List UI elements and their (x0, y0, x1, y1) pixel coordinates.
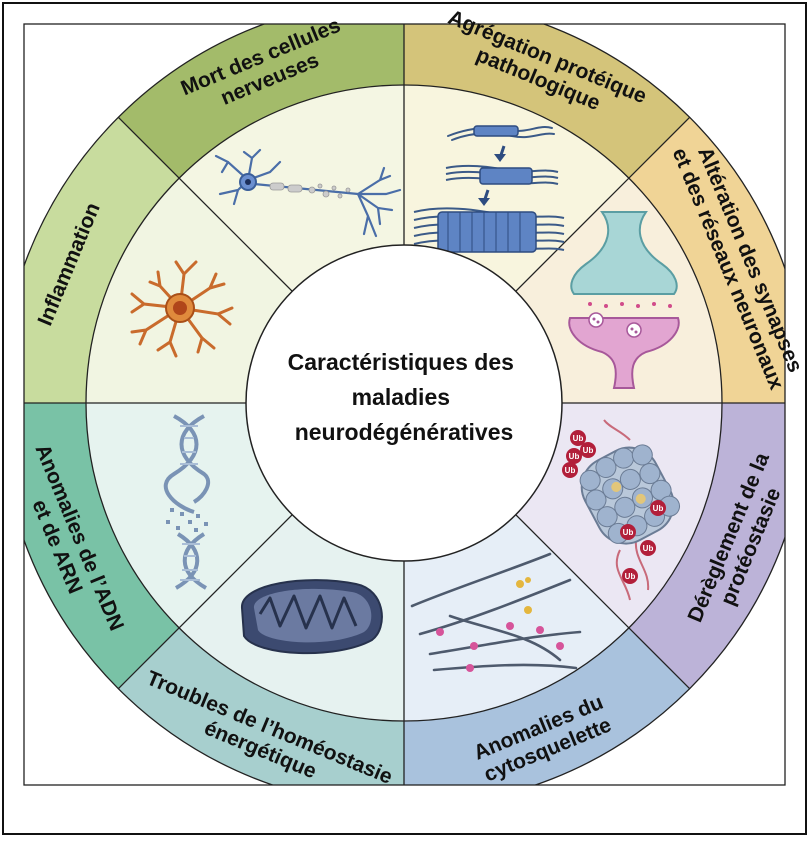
outer-segment-cytosquelette (404, 627, 690, 785)
center-title: Caractéristiques des maladies neurodégén… (288, 349, 521, 445)
divider-line (117, 116, 293, 292)
inner-segment-inflammation (86, 178, 293, 403)
inner-segment-adn (86, 403, 293, 628)
outer-segment-homeostasie (118, 627, 404, 785)
divider-line (515, 514, 691, 690)
dna-icon (163, 414, 211, 590)
outer-ring (24, 24, 785, 785)
divider-line (515, 116, 691, 292)
outer-segment-agregation (404, 24, 690, 179)
svg-text:Ub: Ub (565, 466, 576, 475)
svg-text:Ub: Ub (623, 528, 634, 537)
neuron-icon (214, 148, 402, 238)
inner-frame (23, 23, 786, 786)
ring-outline (85, 84, 723, 722)
svg-text:Ub: Ub (643, 544, 654, 553)
synapse-icon (568, 211, 680, 389)
ubiquitin-badges: Ub Ub Ub Ub Ub Ub Ub Ub (562, 430, 666, 584)
svg-text:Ub: Ub (583, 446, 594, 455)
svg-text:Ub: Ub (653, 504, 664, 513)
svg-text:Ub: Ub (625, 572, 636, 581)
center-line-2: maladies (352, 384, 450, 410)
protein-aggregation-icon (413, 125, 565, 253)
outer-segment-mort (118, 24, 404, 179)
proteasome-icon: Ub Ub Ub Ub Ub Ub Ub Ub (562, 419, 681, 601)
outer-segment-inflammation (24, 117, 180, 403)
center-line-3: neurodégénératives (295, 419, 514, 445)
svg-text:Ub: Ub (573, 434, 584, 443)
cytoskeleton-icon (410, 552, 582, 672)
inner-ring (86, 85, 722, 721)
mitochondria-icon (240, 579, 383, 655)
inner-segment-cytosquelette (404, 514, 629, 721)
center-line-1: Caractéristiques des (288, 349, 514, 375)
outer-segment-adn (24, 403, 180, 689)
svg-text:Ub: Ub (569, 452, 580, 461)
center-circle (245, 244, 563, 562)
segment-dividers (23, 23, 786, 786)
icons-layer: Ub Ub Ub Ub Ub Ub Ub Ub (130, 125, 681, 672)
microglia-icon (130, 260, 234, 358)
divider-line (117, 514, 293, 690)
